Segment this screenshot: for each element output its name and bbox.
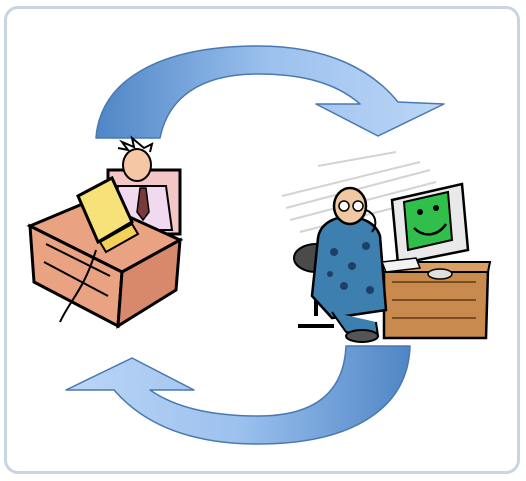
old-man-at-computer-illustration [282,152,490,342]
top-cycle-arrow [96,46,444,138]
office-worker-at-desk-illustration [30,138,180,326]
bottom-cycle-arrow [66,346,410,444]
